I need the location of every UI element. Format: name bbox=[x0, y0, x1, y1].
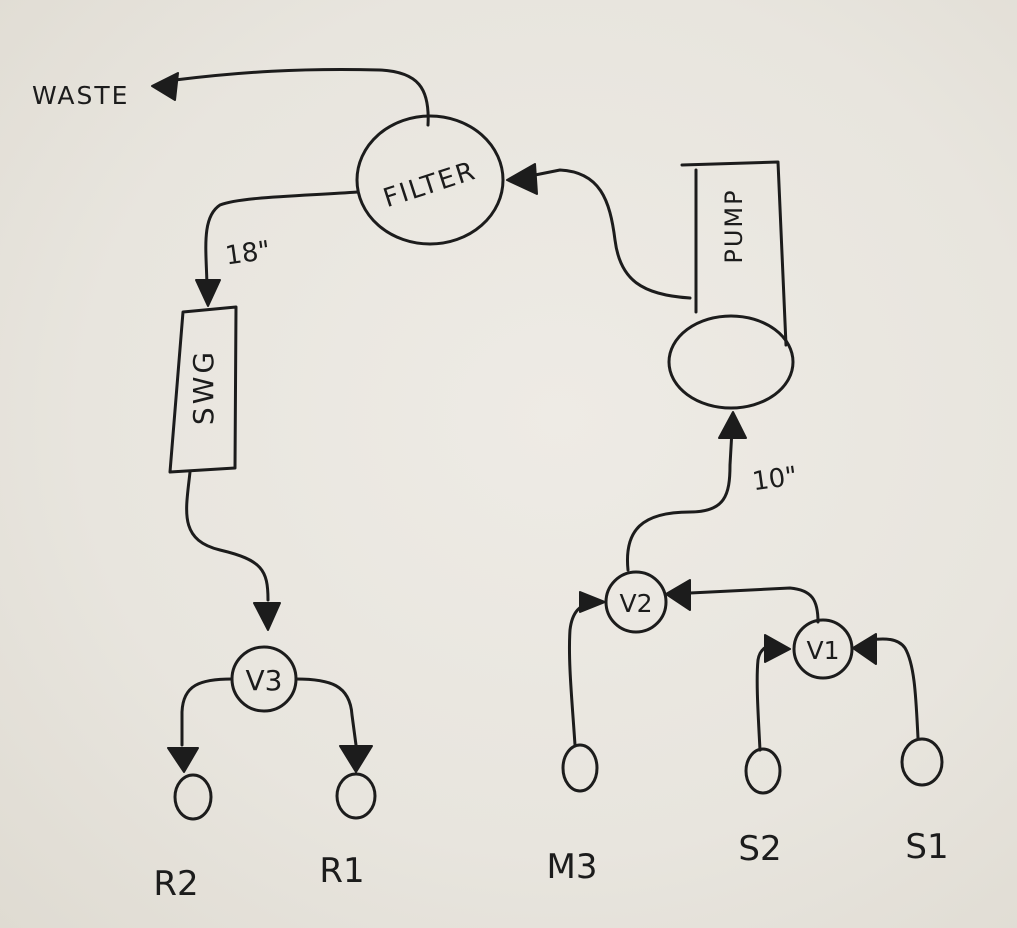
port-s2 bbox=[744, 747, 782, 795]
pipe-filter-to-waste bbox=[158, 68, 430, 127]
arrowhead-pump bbox=[718, 411, 747, 439]
length-v2-to-pump: 10" bbox=[750, 461, 799, 497]
valve-v2 bbox=[604, 570, 668, 634]
arrowhead-filter bbox=[506, 163, 538, 195]
v2-label: V2 bbox=[619, 589, 652, 618]
arrowhead-r2 bbox=[167, 747, 199, 773]
arrowhead-v2-right bbox=[665, 579, 691, 611]
filter-tank bbox=[355, 114, 505, 246]
v1-label: V1 bbox=[806, 636, 839, 665]
pump-label: PUMP bbox=[720, 188, 748, 263]
filter-label: FILTER bbox=[380, 156, 480, 214]
arrowhead-v1-left bbox=[764, 634, 791, 663]
pipe-v2-to-pump bbox=[625, 428, 734, 572]
pipe-s1-to-v1 bbox=[866, 637, 920, 740]
pipe-filter-to-swg bbox=[204, 190, 360, 292]
r1-label: R1 bbox=[319, 851, 364, 891]
pump-motor bbox=[667, 314, 795, 410]
port-r2 bbox=[173, 773, 213, 821]
pipe-v3-to-r1 bbox=[294, 677, 358, 747]
valve-v3 bbox=[230, 645, 298, 713]
length-filter-to-swg: 18" bbox=[223, 236, 272, 272]
swg-label: SWG bbox=[187, 349, 220, 425]
s2-label: S2 bbox=[738, 829, 781, 869]
pump-body bbox=[680, 160, 788, 347]
s1-label: S1 bbox=[905, 827, 948, 867]
arrowhead-v2-left bbox=[579, 591, 606, 613]
arrowhead-v3 bbox=[253, 602, 281, 631]
arrowhead-r1 bbox=[339, 745, 373, 773]
pipe-swg-to-v3 bbox=[185, 470, 270, 602]
port-r1 bbox=[335, 772, 377, 820]
pipe-pump-to-filter bbox=[528, 168, 692, 300]
swg-cell bbox=[168, 305, 238, 474]
port-s1 bbox=[900, 737, 944, 787]
pipe-m3-to-v2 bbox=[567, 600, 596, 747]
arrowhead-swg bbox=[195, 279, 221, 307]
valve-v1 bbox=[792, 618, 854, 680]
pipe-v3-to-r2 bbox=[180, 677, 234, 747]
arrowhead-v1-right bbox=[852, 633, 877, 665]
waste-label: WASTE bbox=[32, 81, 129, 110]
pipe-v1-to-v2 bbox=[688, 586, 820, 624]
v3-label: V3 bbox=[246, 664, 283, 697]
m3-label: M3 bbox=[547, 847, 598, 887]
arrowhead-waste bbox=[151, 72, 179, 101]
port-m3 bbox=[561, 743, 599, 793]
r2-label: R2 bbox=[153, 864, 198, 904]
